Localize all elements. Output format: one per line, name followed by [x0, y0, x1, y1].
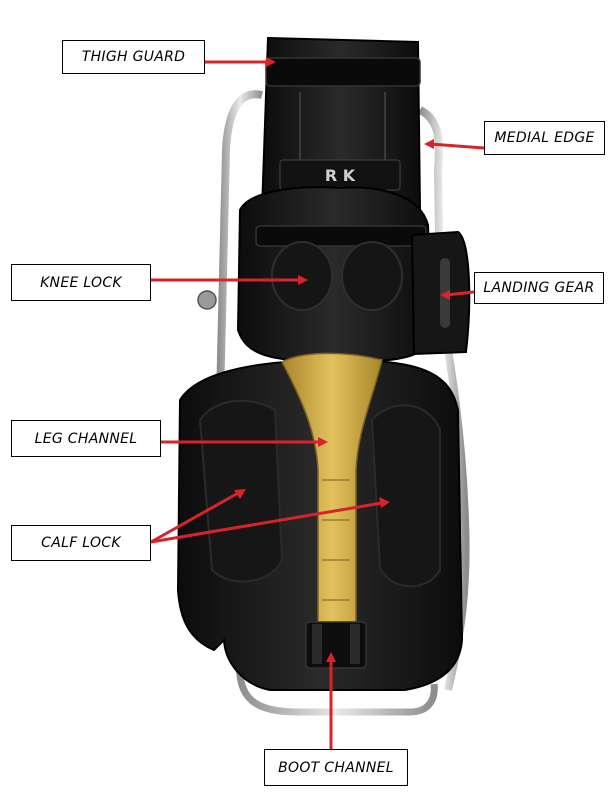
frame-bolt-left: [197, 290, 217, 310]
knee-lock-strap: [255, 225, 427, 247]
calf-lock-right: [370, 404, 441, 588]
arrowhead-calf-lock-left: [234, 489, 246, 499]
arrowhead-knee-lock: [298, 275, 308, 285]
arrowhead-landing-gear: [440, 290, 450, 300]
leader-medial-edge: [429, 142, 485, 150]
arrowhead-calf-lock-right: [379, 497, 390, 508]
label-boot-channel: BOOT CHANNEL: [264, 749, 408, 786]
arrowhead-leg-channel: [318, 437, 328, 447]
thigh-guard-strap: [265, 57, 421, 87]
boot-strap-right: [350, 624, 360, 664]
label-medial-edge: MEDIAL EDGE: [484, 121, 605, 155]
label-leg-channel: LEG CHANNEL: [11, 420, 161, 457]
label-knee-lock: KNEE LOCK: [11, 264, 151, 301]
label-calf-lock: CALF LOCK: [11, 525, 151, 561]
label-thigh-guard: THIGH GUARD: [62, 40, 205, 74]
leg-channel: [280, 352, 383, 641]
frame-base: [235, 654, 438, 716]
arrowhead-thigh-guard: [266, 57, 276, 67]
boot-strap-left: [312, 624, 322, 664]
brand-mark: R K: [325, 166, 356, 185]
knee-cup-right: [341, 241, 403, 311]
label-landing-gear: LANDING GEAR: [474, 272, 604, 304]
leader-calf-lock-right: [150, 501, 383, 544]
leg-channel-ribs: [322, 479, 350, 601]
knee-cup-left: [271, 241, 333, 311]
leader-calf-lock-left: [150, 490, 241, 544]
leader-landing-gear: [445, 290, 475, 297]
arrowhead-boot-channel: [326, 652, 336, 662]
arrowhead-medial-edge: [424, 139, 434, 149]
leader-lines: [150, 57, 485, 749]
